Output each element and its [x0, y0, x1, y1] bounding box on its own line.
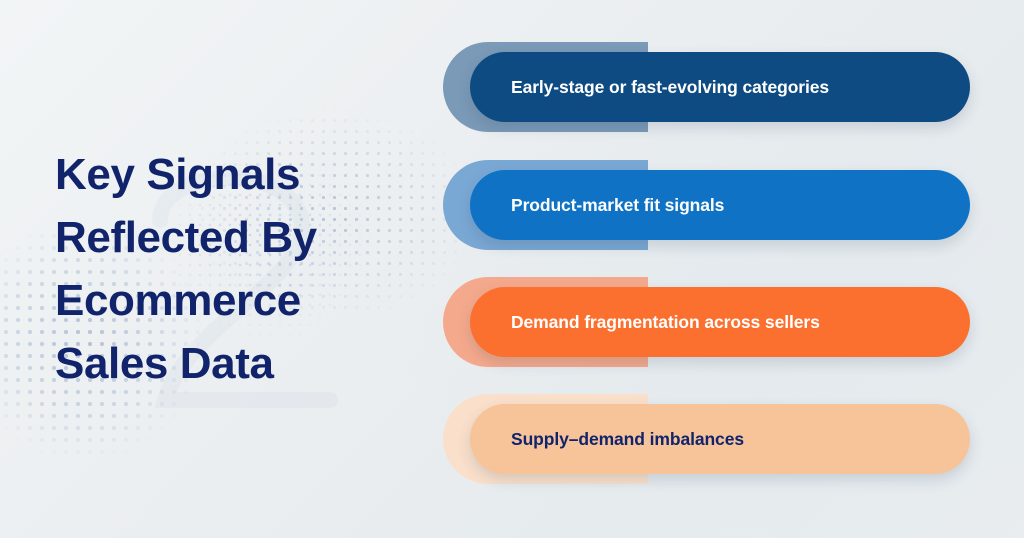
signal-row-label: Product-market fit signals	[511, 194, 725, 215]
signal-row-pill[interactable]: Early-stage or fast-evolving categories	[470, 52, 970, 122]
signal-row-pill[interactable]: Product-market fit signals	[470, 170, 970, 240]
signal-row-pill[interactable]: Supply–demand imbalances	[470, 404, 970, 474]
signal-row-label: Supply–demand imbalances	[511, 428, 744, 449]
page-title: Key Signals Reflected By Ecommerce Sales…	[55, 150, 317, 388]
signal-row-label: Demand fragmentation across sellers	[511, 311, 820, 332]
signal-row-label: Early-stage or fast-evolving categories	[511, 76, 830, 97]
signal-row-pill[interactable]: Demand fragmentation across sellers	[470, 287, 970, 357]
